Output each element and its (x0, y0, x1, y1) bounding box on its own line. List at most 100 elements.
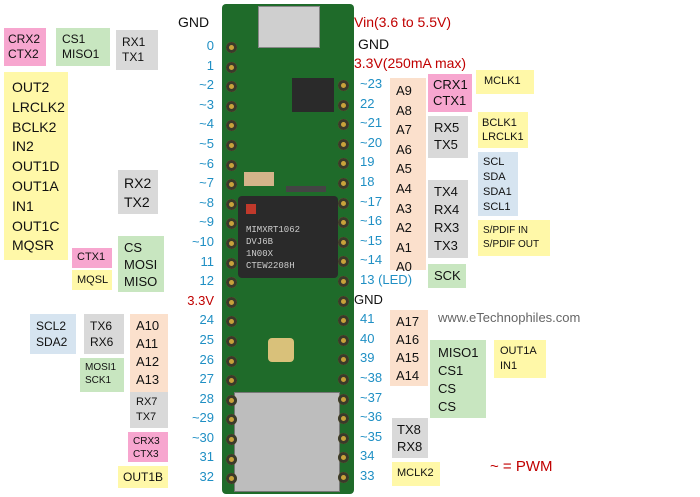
label-ctx1: CTX1 (72, 248, 112, 268)
pin-hole (338, 315, 349, 327)
pin-hole (338, 158, 349, 170)
pin-9: ~9 (199, 214, 214, 230)
a3-text: A3 (396, 200, 412, 216)
label-crx1: CRX1 CTX1 (428, 74, 472, 112)
label-spi0: CS MOSI MISO (118, 236, 164, 292)
label-a9: A9 A8 A7 A6 A5 A4 A3 A2 A1 A0 (390, 78, 426, 274)
pin-hole (226, 257, 237, 269)
a11-text: A11 (136, 336, 159, 351)
scl2-text: SCL2 (36, 319, 67, 333)
pin-hole (226, 140, 237, 151)
rx7-text: RX7 (136, 396, 158, 408)
pin-39: 39 (360, 350, 375, 366)
pin-19: 19 (360, 154, 375, 170)
bclk1-text: BCLK1 (482, 117, 517, 129)
label-tx4: TX4 RX4 RX3 TX3 (428, 180, 468, 258)
pin-hole (226, 277, 237, 289)
small-chip (292, 78, 334, 112)
a5-text: A5 (396, 161, 412, 177)
a15-text: A15 (396, 350, 420, 365)
in1-text: IN1 (12, 197, 34, 214)
pin-0: 0 (206, 38, 214, 53)
label-miso1: MISO1 CS1 CS CS (430, 340, 486, 418)
pin-40: 40 (360, 330, 375, 346)
a9-text: A9 (396, 83, 412, 98)
a4-text: A4 (396, 180, 412, 196)
tx3-text: TX3 (434, 238, 458, 253)
pin-hole (338, 197, 349, 209)
pin-hole (226, 336, 237, 347)
rx3-text: RX3 (434, 220, 460, 235)
left-pin-column: 0 1 ~2 ~3 ~4 ~5 ~6 ~7 ~8 ~9 ~10 11 12 3.… (186, 36, 214, 487)
pin-hole (338, 236, 349, 248)
sda-text: SDA (483, 171, 506, 183)
pin-4: ~4 (199, 116, 214, 132)
label-mclk2: MCLK2 (392, 462, 440, 486)
pin-hole (338, 217, 349, 229)
pin-33: 33 (360, 467, 375, 483)
label-tx8: TX8 RX8 (392, 418, 428, 458)
pin-hole (338, 452, 349, 464)
label-scl2: SCL2 SDA2 (30, 314, 76, 354)
label-rx7: RX7 TX7 (130, 392, 168, 428)
pin-34: 34 (360, 448, 375, 464)
miso1-right-text: MISO1 (438, 345, 479, 360)
chip-text-1: MIMXRT1062 (246, 225, 301, 235)
pin-hole (338, 432, 349, 444)
chip-text-2: DVJ6B (246, 237, 274, 247)
v33-label: 3.3V(250mA max) (354, 55, 467, 71)
pin-hole (226, 61, 237, 73)
a1-text: A1 (396, 239, 412, 255)
scl-text: SCL (483, 156, 505, 168)
pin-8: ~8 (199, 194, 214, 210)
rx8-text: RX8 (397, 439, 423, 454)
pin-37: ~37 (360, 389, 383, 405)
pin-hole (338, 119, 349, 131)
a12-text: A12 (136, 354, 160, 369)
ctx2-text: CTX2 (8, 47, 39, 61)
pin-hole (226, 316, 237, 328)
label-rx2: RX2 TX2 (118, 170, 158, 214)
pin-38: ~38 (360, 369, 383, 385)
cs1-right-text: CS1 (438, 363, 464, 378)
pin-6: ~6 (199, 155, 214, 171)
label-tx6: TX6 RX6 (84, 314, 124, 354)
pin-20: ~20 (360, 134, 383, 150)
a14-text: A14 (396, 368, 420, 383)
pin-hole (338, 99, 349, 111)
pin-2: ~2 (199, 77, 214, 93)
label-out1a: OUT1A IN1 (494, 340, 546, 378)
rx4-text: RX4 (434, 202, 460, 217)
miso-text: MISO (124, 274, 158, 289)
pin-28: 28 (199, 390, 214, 406)
pin-31: 31 (199, 449, 214, 465)
label-bclk1: BCLK1 LRCLK1 (478, 112, 528, 148)
ctx1-text: CTX1 (77, 251, 106, 263)
label-audio2: OUT2 LRCLK2 BCLK2 IN2 OUT1D OUT1A IN1 OU… (4, 72, 68, 260)
cs1-text: CS1 (62, 32, 86, 46)
tx8-text: TX8 (397, 422, 421, 437)
cs-right-text-2: CS (438, 399, 457, 414)
label-spdif: S/PDIF IN S/PDIF OUT (478, 220, 550, 256)
label-mqsl: MQSL (72, 270, 112, 290)
tx5-text: TX5 (434, 137, 458, 152)
pin-hole (338, 393, 349, 405)
tx6-text: TX6 (90, 319, 113, 333)
a13-text: A13 (136, 372, 160, 387)
pin-7: ~7 (199, 175, 214, 191)
sck-text: SCK (434, 268, 461, 283)
mclk2-text: MCLK2 (397, 467, 434, 479)
label-a10: A10 A11 A12 A13 (130, 314, 168, 392)
label-sck: SCK (428, 264, 466, 288)
pin-21: ~21 (360, 115, 383, 131)
out1c-text: OUT1C (12, 217, 60, 234)
label-rx5: RX5 TX5 (428, 116, 468, 158)
lrclk1-text: LRCLK1 (482, 131, 524, 143)
button-gold (268, 338, 294, 362)
label-crx2: CRX2 CTX2 (4, 28, 46, 66)
pin-24: 24 (199, 312, 214, 328)
tx7-text: TX7 (136, 411, 157, 423)
a0-text: A0 (396, 259, 412, 275)
cs-right-text-1: CS (438, 381, 457, 396)
label-mosi1: MOSI1 SCK1 (80, 358, 124, 392)
